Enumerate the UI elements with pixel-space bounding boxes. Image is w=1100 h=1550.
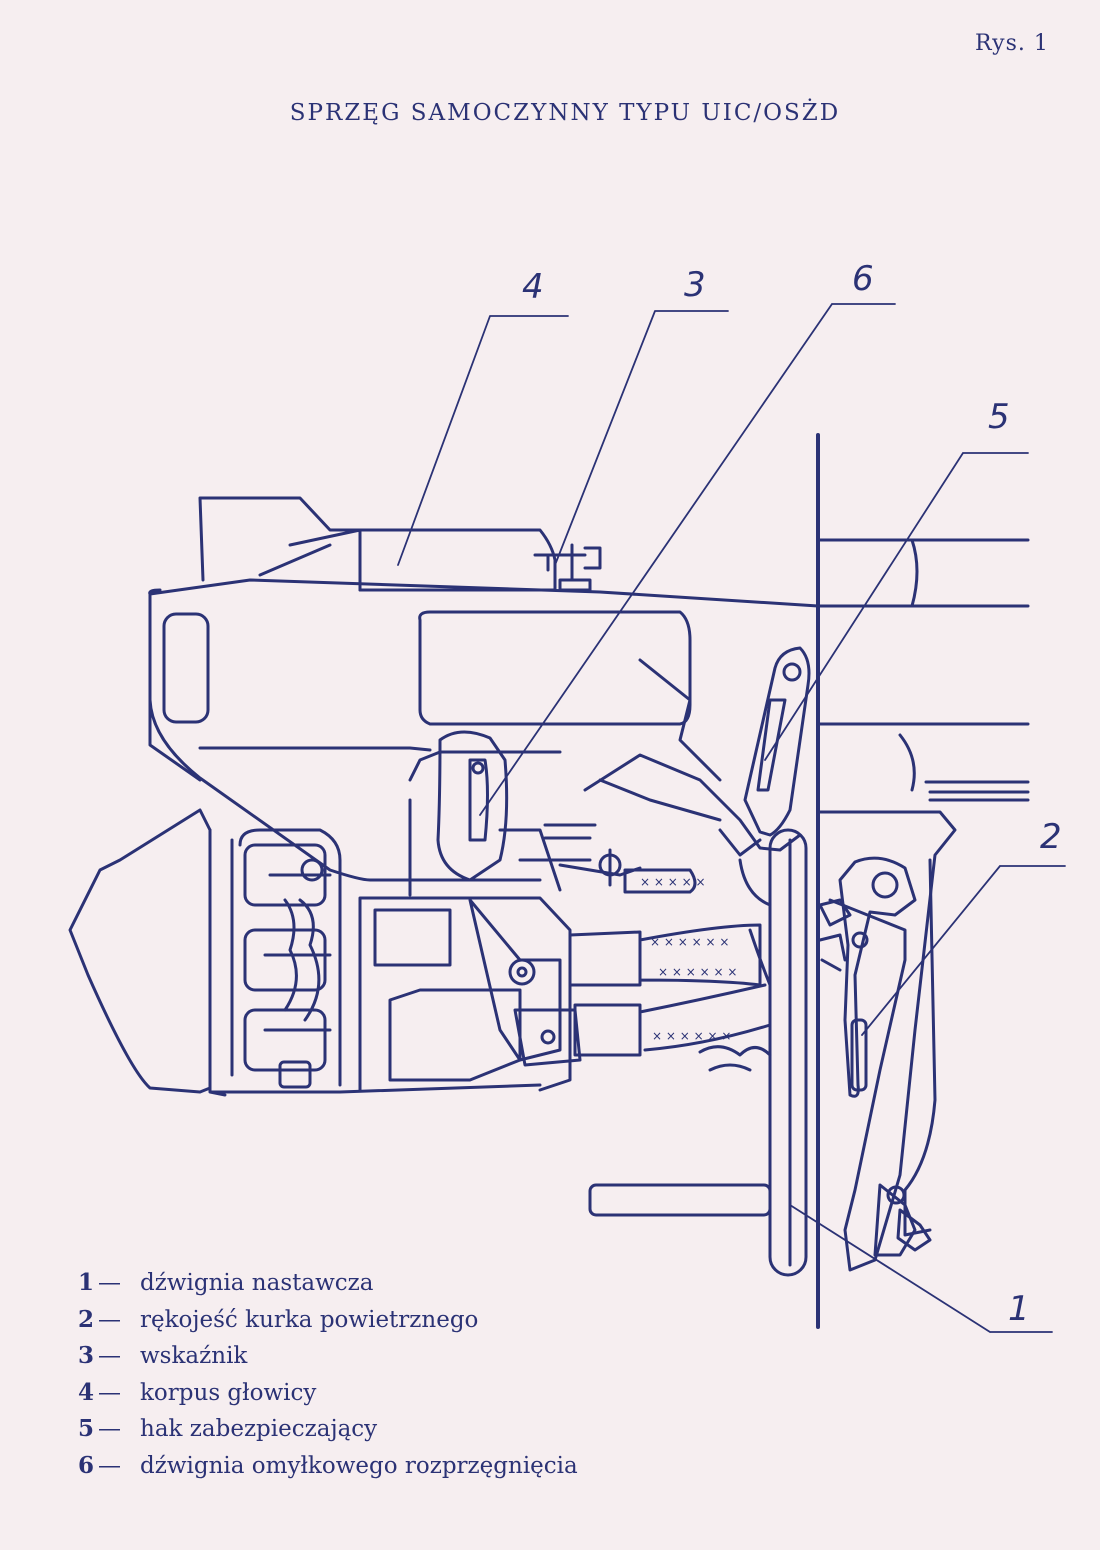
- legend-text: hak zabezpieczający: [140, 1416, 378, 1442]
- legend-item: 1— dźwignia nastawcza: [78, 1265, 578, 1302]
- callout-5: 5: [988, 397, 1010, 437]
- legend-item: 5— hak zabezpieczający: [78, 1411, 578, 1448]
- legend-item: 6— dźwignia omyłkowego rozprzęgnięcia: [78, 1448, 578, 1485]
- cock-handle: [838, 856, 917, 1098]
- legend: 1—dźwignia nastawcza 2—rękojeść kurka po…: [78, 1265, 578, 1484]
- callout-3: 3: [684, 265, 706, 305]
- callout-2: 2: [1040, 817, 1062, 857]
- legend-number: 2: [78, 1305, 95, 1333]
- legend-text: dźwignia omyłkowego rozprzęgnięcia: [140, 1452, 578, 1479]
- svg-text:× × × × ×: × × × × ×: [640, 875, 706, 889]
- air-hose-upper: [568, 923, 762, 987]
- draw-bar: [816, 538, 1030, 792]
- legend-text: wskaźnik: [140, 1343, 248, 1369]
- legend-number: 3: [78, 1342, 95, 1369]
- svg-text:× × × × × ×: × × × × × ×: [652, 1029, 731, 1043]
- legend-dash: —: [98, 1379, 121, 1406]
- figure-number: Rys. 1: [975, 31, 1049, 56]
- legend-text: dźwignia nastawcza: [140, 1270, 374, 1296]
- svg-text:× × × × × ×: × × × × × ×: [650, 935, 729, 949]
- lever-6: [436, 730, 509, 882]
- legend-text: rękojeść kurka powietrznego: [140, 1306, 479, 1333]
- legend-number: 5: [78, 1415, 95, 1442]
- legend-dash: —: [98, 1270, 121, 1296]
- setting-lever: [768, 828, 808, 1277]
- leader-lines: [397, 303, 1066, 1333]
- head-body-top: [148, 578, 820, 882]
- legend-text: korpus głowicy: [140, 1379, 317, 1406]
- callout-1: 1: [1008, 1289, 1030, 1329]
- legend-number: 6: [78, 1451, 95, 1479]
- legend-number: 1: [78, 1269, 95, 1296]
- legend-item: 3— wskaźnik: [78, 1338, 578, 1375]
- callout-6: 6: [852, 259, 874, 299]
- legend-dash: —: [98, 1416, 121, 1442]
- cock-bracket: [818, 810, 957, 1272]
- head-body-lower: [68, 808, 212, 1094]
- legend-item: 4— korpus głowicy: [78, 1375, 578, 1412]
- air-hose-lower: [573, 983, 772, 1057]
- callout-4: 4: [522, 267, 544, 307]
- hose-stitches: × × × × × × × × × × × × × × × × × × × × …: [640, 875, 737, 1043]
- legend-number: 4: [78, 1378, 95, 1406]
- safety-hook: [743, 646, 811, 837]
- legend-item: 2— rękojeść kurka powietrznego: [78, 1302, 578, 1339]
- indicator: [533, 543, 602, 592]
- svg-text:× × × × × ×: × × × × × ×: [658, 965, 737, 979]
- diagram-title: SPRZĘG SAMOCZYNNY TYPU UIC/OSŻD: [289, 100, 841, 126]
- legend-dash: —: [98, 1343, 121, 1369]
- legend-dash: —: [98, 1452, 121, 1479]
- legend-dash: —: [98, 1306, 121, 1333]
